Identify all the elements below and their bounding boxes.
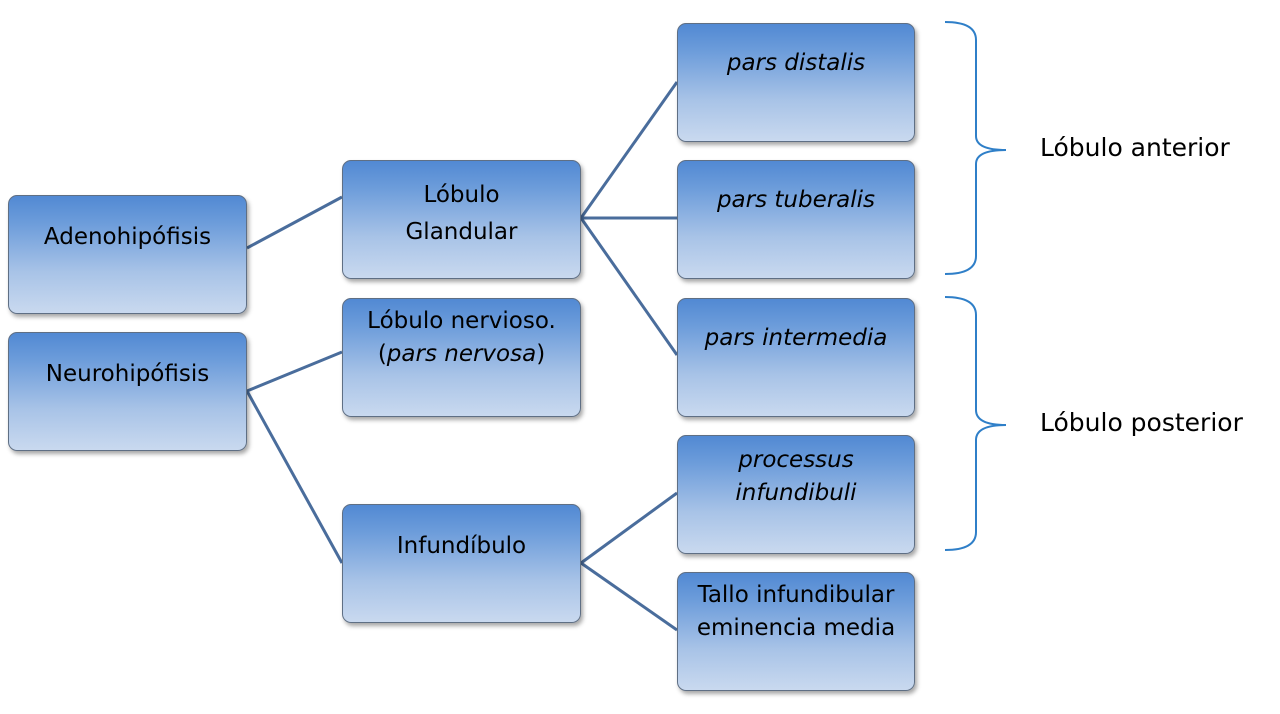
label-lobulo-posterior: Lóbulo posterior	[1040, 408, 1243, 437]
node-infundibulo: Infundíbulo	[342, 504, 581, 623]
connector-infundibulo-processus	[580, 491, 678, 565]
node-lobulo-glandular-line1: Lóbulo	[423, 182, 500, 208]
node-lobulo-glandular: Lóbulo Glandular	[342, 160, 581, 279]
node-lobulo-nervioso-line1: Lóbulo nervioso.	[367, 308, 556, 334]
node-processus-infundibuli-line2: infundibuli	[735, 480, 857, 507]
bracket-anterior	[944, 21, 1007, 275]
node-lobulo-glandular-line2: Glandular	[405, 218, 518, 245]
node-adenohipofisis: Adenohipófisis	[8, 195, 247, 314]
connector-glandular-intermedia	[579, 217, 679, 356]
node-tallo-infundibular-line2: eminencia media	[696, 615, 896, 642]
connector-neuro-nervioso	[246, 350, 343, 393]
node-neurohipofisis: Neurohipófisis	[8, 332, 247, 451]
paren-close: )	[536, 341, 546, 368]
node-pars-intermedia: pars intermedia	[677, 298, 915, 417]
node-tallo-infundibular-line1: Tallo infundibular	[697, 582, 895, 608]
node-lobulo-nervioso: Lóbulo nervioso. (pars nervosa)	[342, 298, 581, 417]
node-infundibulo-label: Infundíbulo	[396, 533, 527, 559]
pars-nervosa-text: pars nervosa	[386, 341, 537, 368]
paren-open: (	[377, 341, 387, 368]
label-lobulo-anterior: Lóbulo anterior	[1040, 133, 1230, 162]
connector-adeno-glandular	[246, 195, 343, 250]
node-pars-tuberalis-label: pars tuberalis	[716, 187, 876, 213]
node-tallo-infundibular: Tallo infundibular eminencia media	[677, 572, 915, 691]
node-neurohipofisis-label: Neurohipófisis	[45, 361, 210, 387]
bracket-posterior	[944, 296, 1007, 551]
connector-infundibulo-tallo	[580, 561, 678, 632]
node-adenohipofisis-label: Adenohipófisis	[43, 224, 212, 250]
connector-neuro-infundibulo	[245, 390, 344, 564]
node-processus-infundibuli-line1: processus	[738, 447, 854, 473]
node-pars-distalis: pars distalis	[677, 23, 915, 142]
node-pars-intermedia-label: pars intermedia	[704, 325, 888, 351]
node-pars-distalis-label: pars distalis	[726, 50, 866, 76]
node-pars-tuberalis: pars tuberalis	[677, 160, 915, 279]
node-lobulo-nervioso-line2: (pars nervosa)	[349, 338, 574, 371]
node-processus-infundibuli: processus infundibuli	[677, 435, 915, 554]
connector-glandular-distalis	[579, 81, 679, 219]
